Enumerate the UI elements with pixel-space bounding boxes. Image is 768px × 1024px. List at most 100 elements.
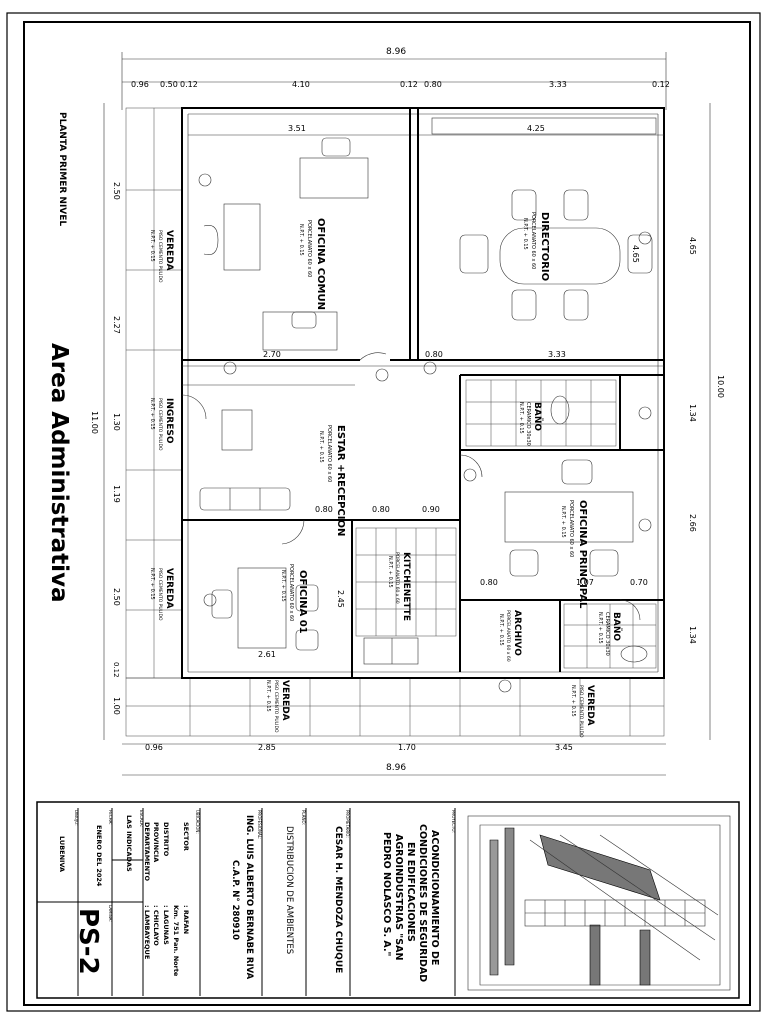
exterior-ingreso: INGRESO PISO CEMENTO PULIDO N.P.T. + 0.1… bbox=[149, 398, 174, 451]
dim-top-3: 4.10 bbox=[292, 80, 310, 89]
room-level: N.P.T. + 0.15 bbox=[522, 218, 528, 250]
conference-table bbox=[499, 227, 621, 285]
exterior-vereda-2: VEREDA PISO CEMENTO PULIDO N.P.T. + 0.15 bbox=[149, 568, 174, 621]
ext-name: VEREDA bbox=[280, 680, 290, 721]
room-floor: PORCELANATO 60 x 60 bbox=[505, 610, 511, 662]
room-level: N.P.T. + 0.15 bbox=[518, 402, 524, 434]
date-value: ENERO DEL 2024 bbox=[95, 825, 103, 887]
room-floor: PORCELANATO 60 x 60 bbox=[326, 425, 332, 482]
dim-left-6: 1.00 bbox=[112, 697, 121, 715]
top-dimensions: 8.96 0.96 0.50 0.12 4.10 0.12 0.80 3.33 … bbox=[121, 47, 670, 110]
dim-right-0: 4.65 bbox=[688, 237, 697, 255]
dim-kitch-b: 0.80 bbox=[372, 505, 390, 514]
plan-name: DISTRIBUCION DE AMBIENTES bbox=[284, 826, 294, 954]
professional-name: ING. LUIS ALBERTO BERNABE RIVA bbox=[244, 815, 254, 980]
professional-cap: C.A.P. N° 280910 bbox=[230, 860, 240, 940]
ext-level: N.P.T. + 0.15 bbox=[570, 685, 576, 717]
dim-right-total: 10.00 bbox=[716, 375, 725, 398]
room-oficina-comun: OFICINA COMUN PORCELANATO 60 x 60 N.P.T.… bbox=[298, 218, 326, 310]
ext-name: VEREDA bbox=[164, 230, 174, 271]
room-labels: OFICINA COMUN PORCELANATO 60 x 60 N.P.T.… bbox=[149, 212, 622, 738]
dim-of1-h: 2.45 bbox=[336, 590, 345, 608]
project-line-2: EN EDIFICACIONES bbox=[405, 842, 416, 942]
room-name: ESTAR +RECEPCION bbox=[335, 425, 346, 536]
dim-bottom-3: 3.45 bbox=[555, 743, 573, 752]
loc-label-0: SECTOR bbox=[182, 822, 190, 851]
ext-floor: PISO CEMENTO PULIDO bbox=[157, 568, 163, 621]
dim-left-3: 1.19 bbox=[112, 485, 121, 503]
room-estar: ESTAR +RECEPCION PORCELANATO 60 x 60 N.P… bbox=[318, 425, 346, 536]
room-directorio: DIRECTORIO PORCELANATO 60 x 60 N.P.T. + … bbox=[522, 212, 550, 281]
ext-floor: PISO CEMENTO PULIDO bbox=[273, 680, 279, 733]
dim-right-1: 1.34 bbox=[688, 404, 697, 422]
room-name: OFICINA COMUN bbox=[315, 218, 326, 310]
room-bano-2: BAÑO CERAMICO 30x30 N.P.T. + 0.15 bbox=[597, 612, 622, 656]
room-name: BAÑO bbox=[532, 402, 543, 431]
dim-bottom-1: 2.85 bbox=[258, 743, 276, 752]
exterior-vereda-3: VEREDA PISO CEMENTO PULIDO N.P.T. + 0.15 bbox=[265, 680, 290, 733]
dim-oficina-comun: 3.51 bbox=[288, 124, 306, 133]
room-level: N.P.T. + 0.15 bbox=[318, 431, 324, 463]
location-caption: UBICACION: bbox=[195, 810, 200, 834]
dim-estar-b: 0.80 bbox=[425, 350, 443, 359]
ext-floor: PISO CEMENTO PULIDO bbox=[157, 398, 163, 451]
dim-right-2: 2.66 bbox=[688, 514, 697, 532]
building-outline bbox=[181, 107, 665, 679]
sheet-number: PS-2 bbox=[73, 908, 103, 975]
project-line-3: AGROINDUSTRIAS "SAN bbox=[393, 834, 404, 960]
scale-caption: ESCALA: bbox=[139, 810, 144, 827]
dim-ofp-b: 1.07 bbox=[576, 578, 594, 587]
room-level: N.P.T. + 0.15 bbox=[498, 614, 504, 646]
project-name: ACONDICIONAMIENTO DE CONDICIONES DE SEGU… bbox=[381, 824, 440, 982]
dim-top-7: 0.12 bbox=[652, 80, 670, 89]
room-floor: PORCELANATO 60 x 60 bbox=[394, 552, 400, 604]
drawn-caption: DIBUJO: bbox=[74, 810, 79, 826]
floor-plan: Area Administrativa PLANTA PRIMER NIVEL … bbox=[46, 47, 725, 776]
loc-value-3: : CHICLAYO bbox=[152, 905, 160, 946]
dim-bottom-2: 1.70 bbox=[398, 743, 416, 752]
room-archivo: ARCHIVO PORCELANATO 60 x 60 N.P.T. + 0.1… bbox=[498, 610, 522, 662]
dim-top-1: 0.50 bbox=[160, 80, 178, 89]
outer-border bbox=[6, 12, 761, 1012]
loc-value-0: : RAFAN bbox=[182, 905, 190, 934]
room-name: BAÑO bbox=[611, 612, 622, 641]
exterior-paving bbox=[125, 107, 665, 737]
toilet-icon bbox=[550, 395, 570, 425]
furniture bbox=[181, 117, 657, 693]
owner-caption: PROPIETARIO: bbox=[345, 810, 350, 838]
dim-top-5: 0.80 bbox=[424, 80, 442, 89]
dim-of1-w: 2.61 bbox=[258, 650, 276, 659]
exterior-vereda-1: VEREDA PISO CEMENTO PULIDO N.P.T. + 0.15 bbox=[149, 230, 174, 283]
drawn-value: LUBENIVA bbox=[58, 836, 66, 872]
ext-level: N.P.T. + 0.15 bbox=[265, 680, 271, 712]
room-floor: PORCELANATO 60 x 60 bbox=[306, 220, 312, 277]
room-name: DIRECTORIO bbox=[539, 212, 550, 281]
exterior-vereda-4: VEREDA PISO CEMENTO PULIDO N.P.T. + 0.15 bbox=[570, 685, 595, 738]
room-bano-1: BAÑO CERAMICO 30x30 N.P.T. + 0.15 bbox=[518, 402, 543, 446]
dim-kitch-a: 0.80 bbox=[315, 505, 333, 514]
loc-label-4: DEPARTAMENTO bbox=[143, 822, 151, 881]
room-floor: PORCELANATO 60 x 60 bbox=[288, 564, 294, 621]
room-floor: PORCELANATO 60 x 60 bbox=[530, 212, 536, 269]
dim-left-total: 11.00 bbox=[90, 411, 99, 434]
room-floor: CERAMICO 30x30 bbox=[604, 612, 610, 656]
dim-estar-a: 2.70 bbox=[263, 350, 281, 359]
dim-top-6: 3.33 bbox=[549, 80, 567, 89]
ext-floor: PISO CEMENTO PULIDO bbox=[157, 230, 163, 283]
loc-value-2: : LAGUNAS bbox=[162, 905, 170, 945]
ext-name: INGRESO bbox=[164, 398, 174, 444]
loc-label-3: PROVINCIA bbox=[152, 822, 160, 862]
dim-total-bottom: 8.96 bbox=[386, 763, 406, 773]
dim-right-3: 1.34 bbox=[688, 626, 697, 644]
inner-dimensions: 3.51 4.25 4.65 3.33 2.70 0.80 0.80 0.80 … bbox=[258, 124, 648, 659]
scale-value: LAS INDICADAS bbox=[125, 815, 133, 872]
dim-left-0: 2.50 bbox=[112, 182, 121, 200]
ext-level: N.P.T. + 0.15 bbox=[149, 230, 155, 262]
plan-level-label: PLANTA PRIMER NIVEL bbox=[57, 112, 67, 226]
dim-ofp-c: 0.70 bbox=[630, 578, 648, 587]
sheet-caption: LAMINA: bbox=[108, 905, 113, 922]
dim-directorio-bottom: 3.33 bbox=[548, 350, 566, 359]
ext-level: N.P.T. + 0.15 bbox=[149, 398, 155, 430]
room-level: N.P.T. + 0.15 bbox=[597, 612, 603, 644]
